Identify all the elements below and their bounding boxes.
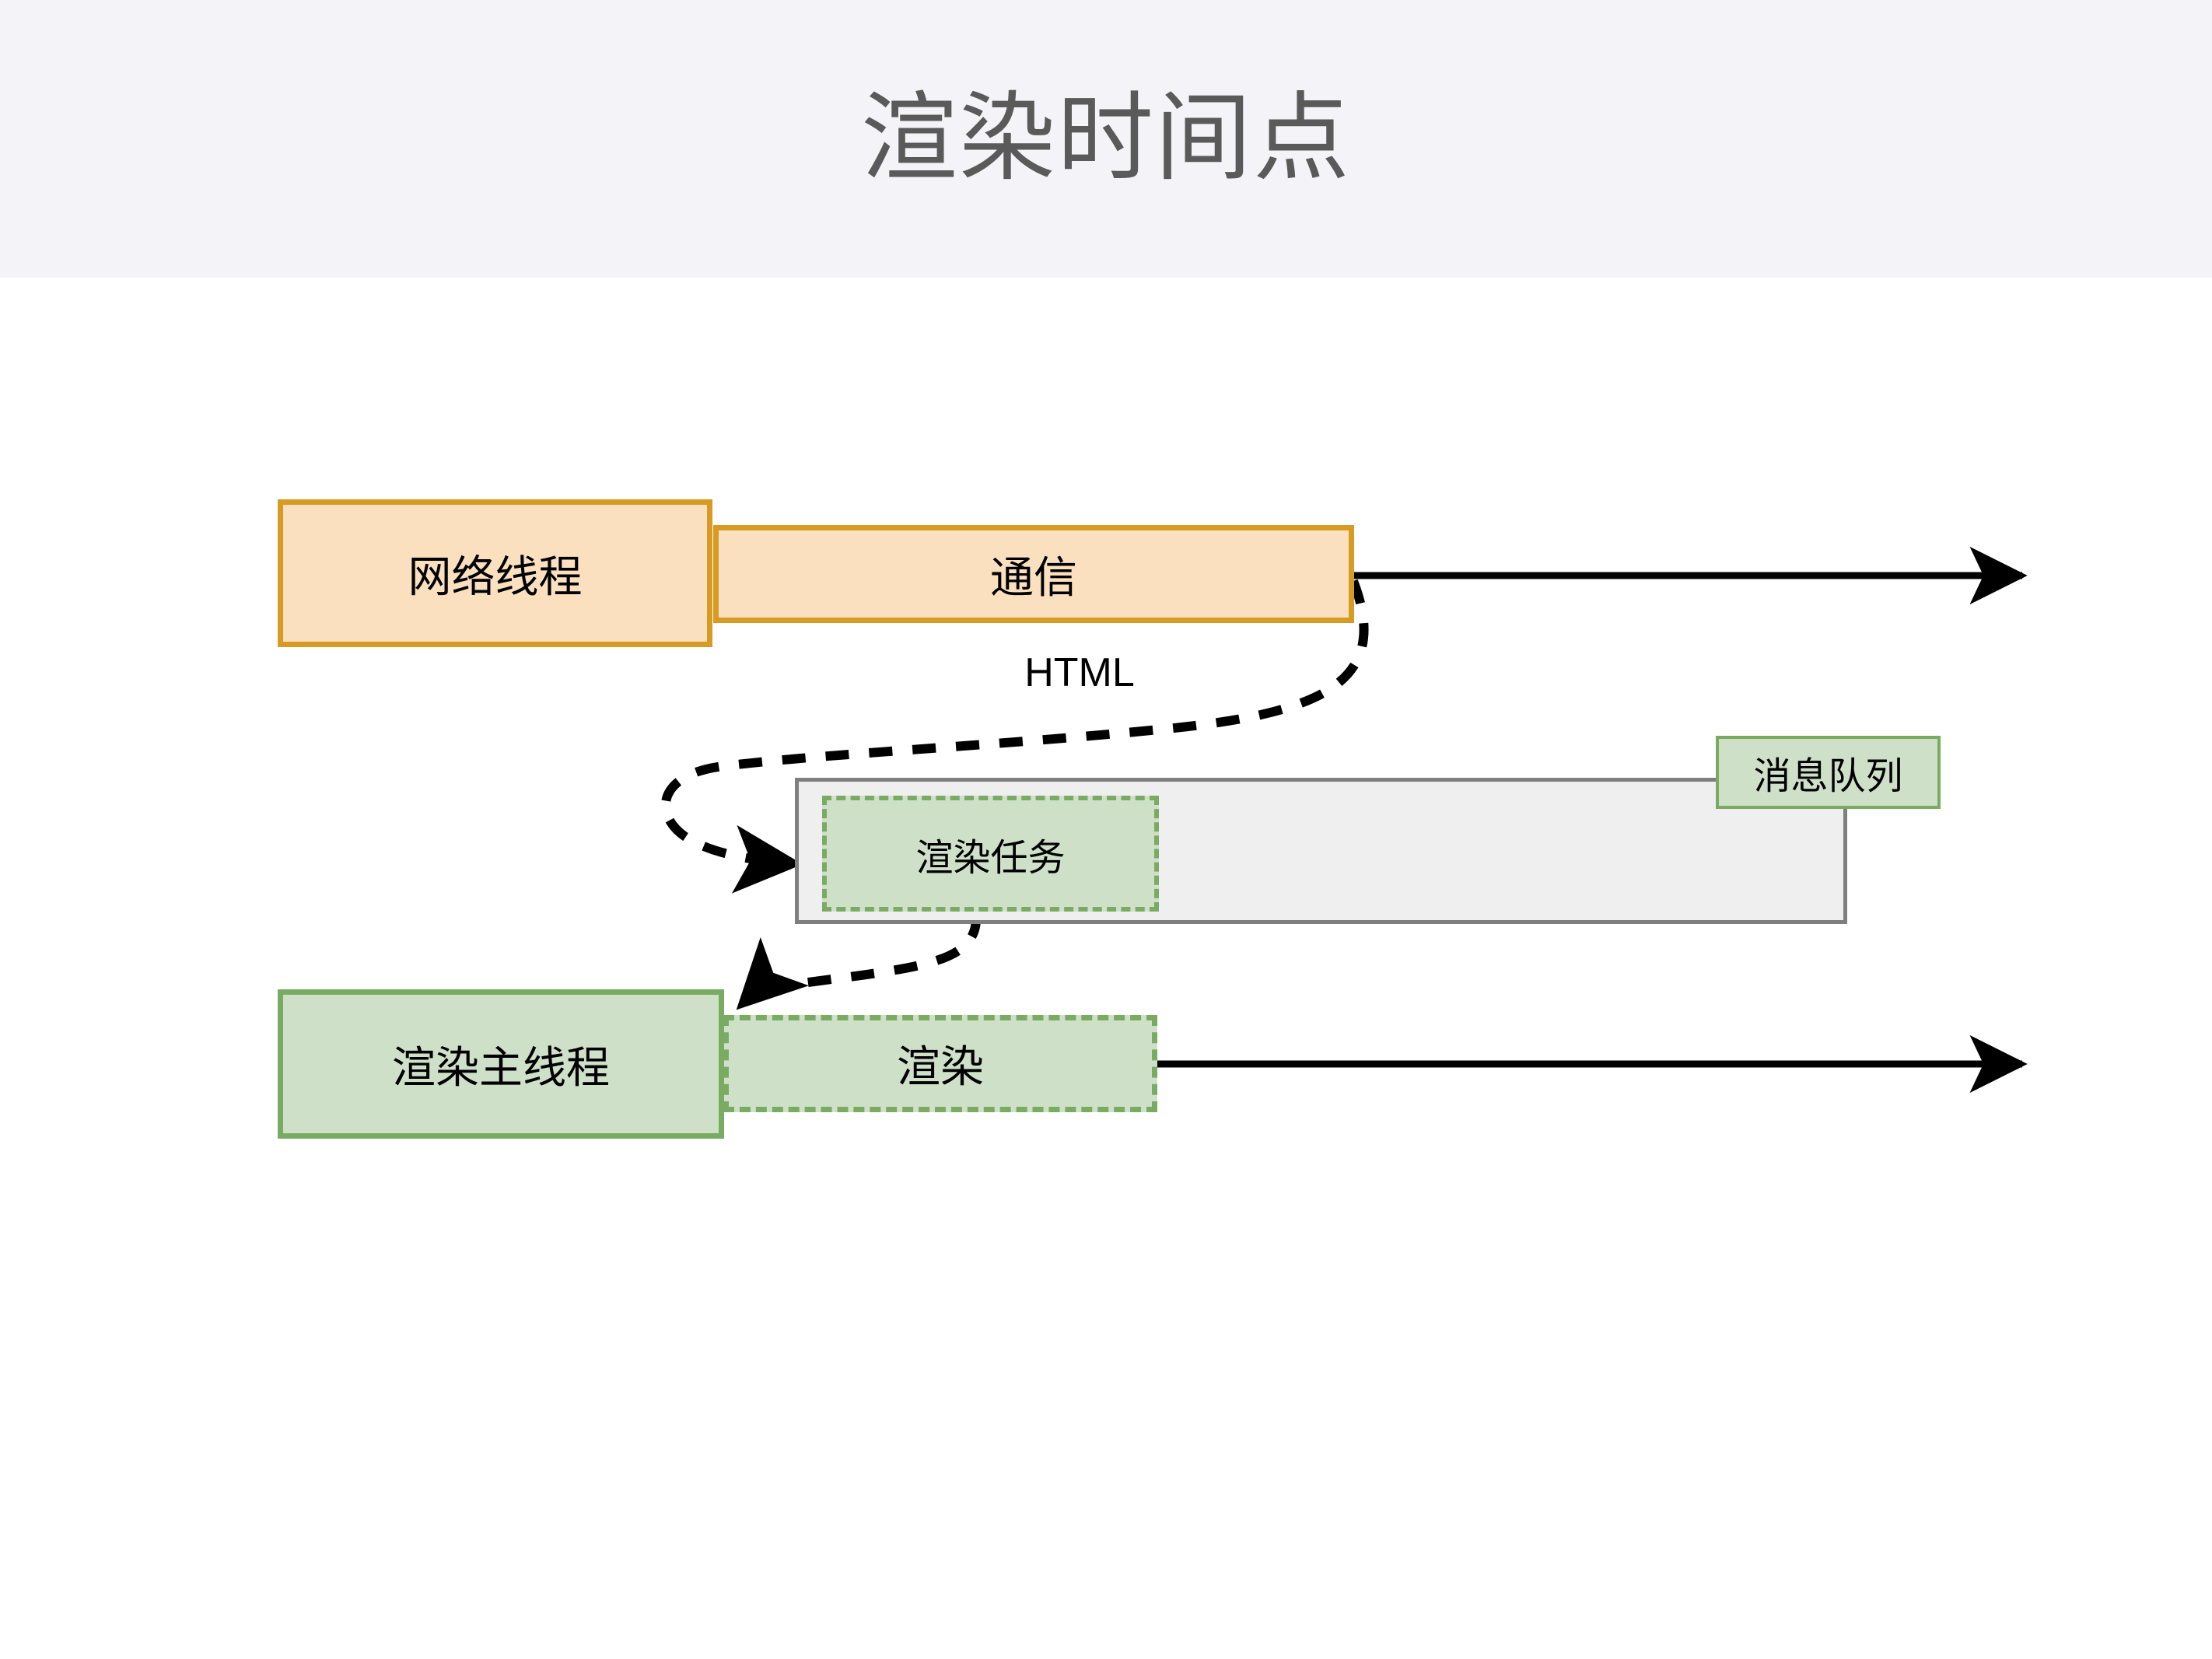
message-queue-label[interactable]: 消息队列: [1716, 736, 1941, 809]
edge-layer: [660, 546, 2028, 1094]
page-title: 渲染时间点: [860, 85, 1351, 192]
activity-render[interactable]: 渲染: [723, 1015, 1157, 1112]
header-band: 渲染时间点: [0, 0, 2212, 278]
render-task-dashed-edge: [736, 913, 982, 1010]
lane-label-render-main-thread[interactable]: 渲染主线程: [278, 989, 724, 1139]
edge-label-html: HTML: [1024, 650, 1135, 695]
diagram-canvas: 网络线程 通信 渲染任务 消息队列 渲染主线程 渲染 HTML: [0, 278, 2212, 1659]
lane-label-network-thread[interactable]: 网络线程: [278, 499, 712, 647]
activity-communication[interactable]: 通信: [713, 525, 1354, 623]
queue-item-render-task[interactable]: 渲染任务: [822, 796, 1159, 912]
